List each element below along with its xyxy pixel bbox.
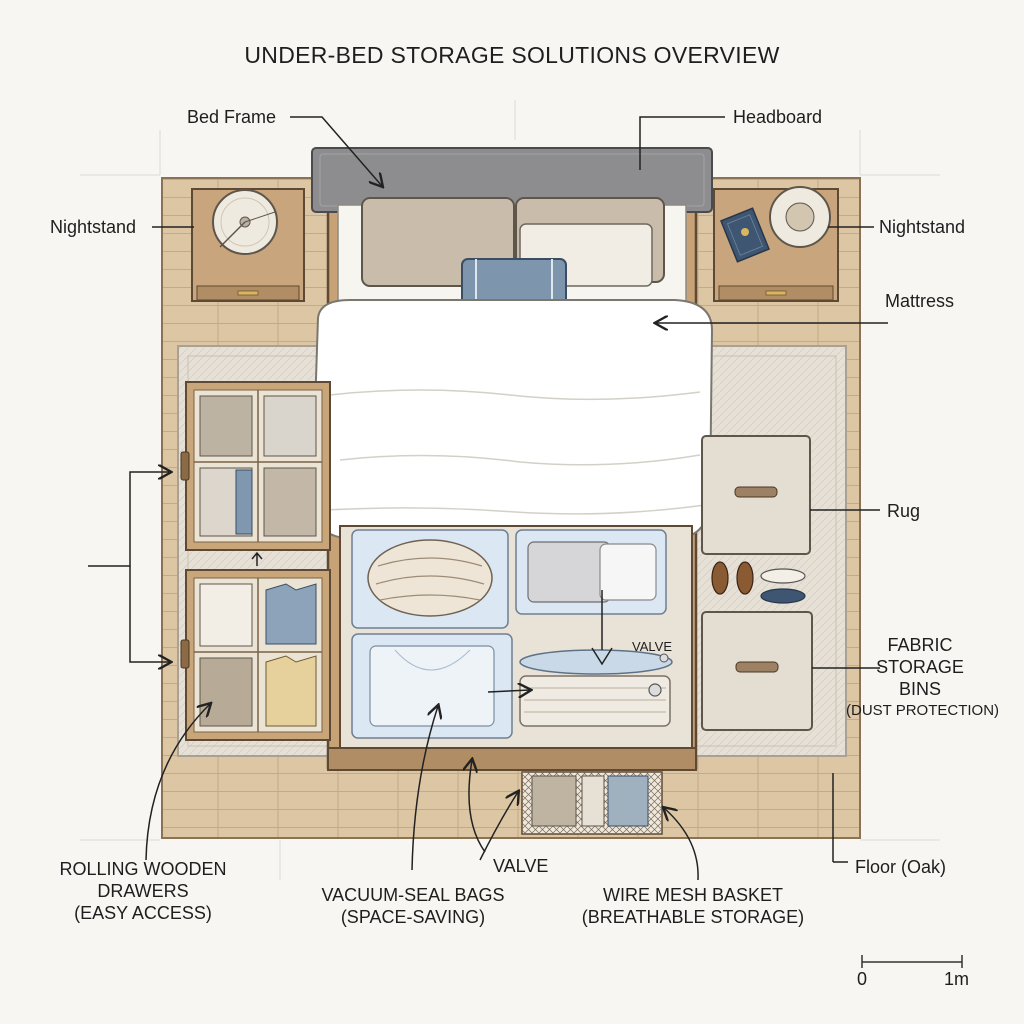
scale-bar [861,955,963,968]
label-rug: Rug [887,501,921,521]
fabric-bin-bottom [701,611,813,731]
label-valve-bottom: VALVE [493,856,549,876]
nightstand-left [191,188,305,302]
label-basket-line2: (BREATHABLE STORAGE) [581,907,805,927]
label-fabric-bins-line3: BINS [898,679,941,699]
label-vacuum-line2: (SPACE-SAVING) [340,907,486,927]
label-mattress: Mattress [885,291,955,311]
label-rolling-drawers: ROLLING WOODEN DRAWERS (EASY ACCESS) [48,858,238,924]
label-drawers-line1: ROLLING WOODEN [59,859,227,879]
vacuum-bag-comforter [351,529,509,629]
scale-label-end: 1m [944,969,970,989]
wire-mesh-basket [521,771,663,835]
vacuum-bag-linens [519,649,673,727]
label-fabric-bins-line4: (DUST PROTECTION) [846,702,1000,719]
label-vacuum-seal-bags: VACUUM-SEAL BAGS (SPACE-SAVING) [318,884,508,928]
vacuum-bag-pillows [515,529,667,615]
label-basket-line1: WIRE MESH BASKET [602,885,784,905]
label-nightstand-right: Nightstand [879,217,966,237]
label-wire-mesh-basket: WIRE MESH BASKET (BREATHABLE STORAGE) [578,884,808,928]
label-headboard: Headboard [733,107,823,127]
leader-lines [88,116,888,881]
label-drawers-line2: DRAWERS [97,881,189,901]
rolling-drawer-bottom [180,569,331,741]
nightstand-right [713,186,839,302]
pillows [361,197,665,312]
shoes [711,561,806,604]
page-title: UNDER-BED STORAGE SOLUTIONS OVERVIEW [244,42,780,68]
vacuum-bag-bedding [351,633,513,739]
label-fabric-bins-line2: STORAGE [876,657,964,677]
fabric-bin-top [701,435,811,555]
label-nightstand-left: Nightstand [50,217,137,237]
label-fabric-storage-bins: FABRIC STORAGE BINS (DUST PROTECTION) [846,634,1000,722]
label-bed-frame: Bed Frame [187,107,277,127]
label-floor: Floor (Oak) [855,857,947,877]
rolling-drawer-top [180,381,331,551]
duvet [310,299,714,539]
label-valve-top: VALVE [632,639,672,654]
grid-lines [80,100,940,880]
label-vacuum-line1: VACUUM-SEAL BAGS [321,885,505,905]
label-fabric-bins-line1: FABRIC [887,635,953,655]
label-drawers-line3: (EASY ACCESS) [74,903,212,923]
scale-label-start: 0 [857,969,868,989]
